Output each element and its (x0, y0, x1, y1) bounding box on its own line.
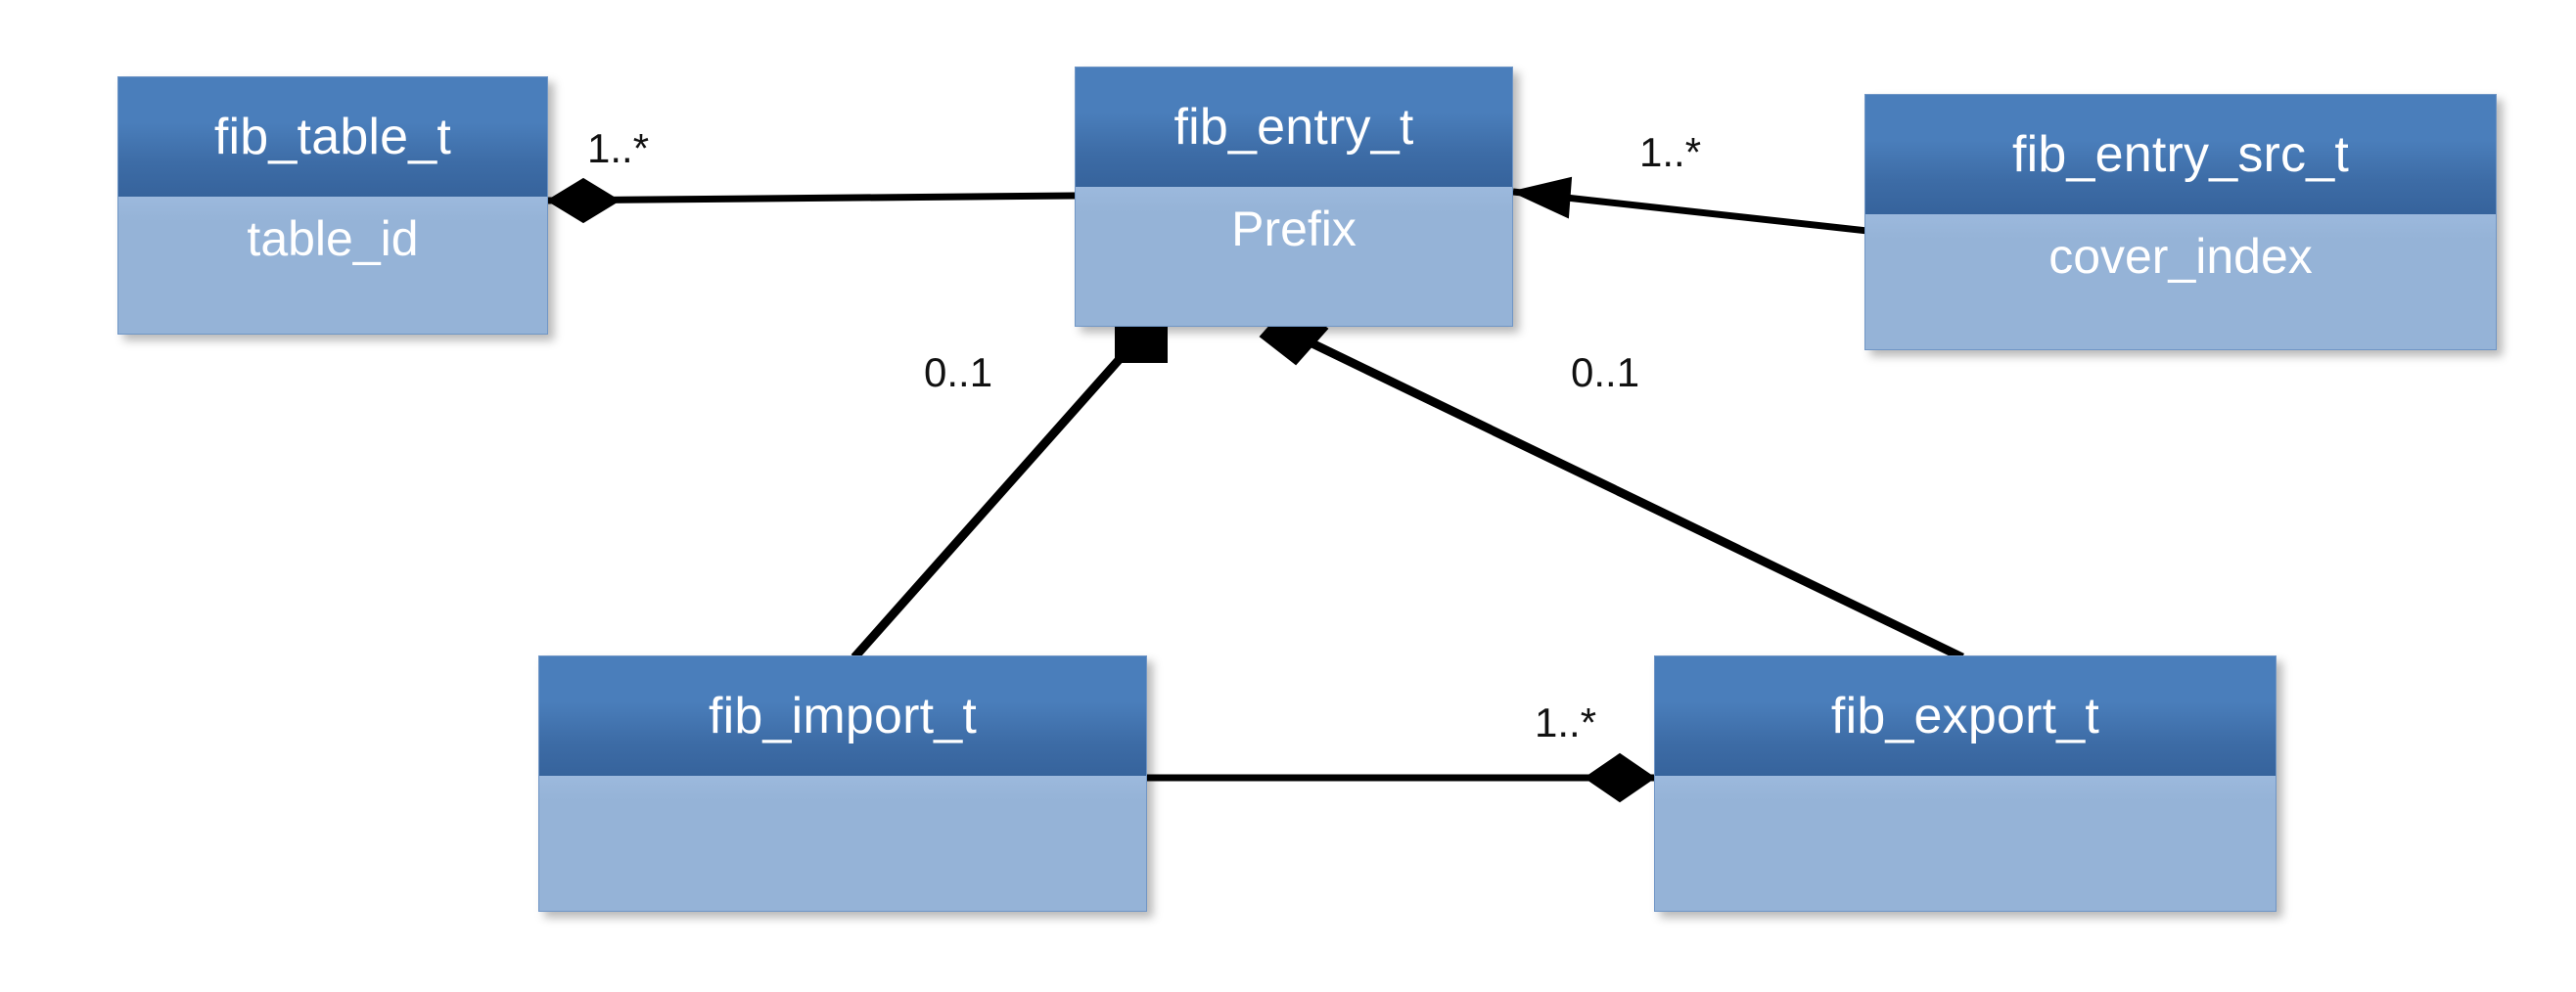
class-box-fib-entry-t[interactable]: fib_entry_t Prefix (1075, 67, 1513, 327)
class-box-fib-import-t[interactable]: fib_import_t (538, 655, 1147, 912)
class-name-fib-entry-src-t: fib_entry_src_t (1865, 95, 2496, 214)
attribute-table-id: table_id (247, 211, 419, 266)
multiplicity-label-entry-to-export: 0..1 (1571, 349, 1640, 395)
multiplicity-label-table-to-entry: 1..* (587, 125, 650, 171)
edge-table-to-entry (546, 177, 1076, 224)
class-box-fib-table-t[interactable]: fib_table_t table_id (117, 76, 548, 335)
class-attributes-fib-table-t: table_id (118, 197, 547, 334)
edge-import-to-export (1147, 752, 1656, 803)
attribute-prefix: Prefix (1231, 202, 1357, 256)
class-box-fib-entry-src-t[interactable]: fib_entry_src_t cover_index (1864, 94, 2497, 350)
class-name-fib-export-t: fib_export_t (1655, 656, 2276, 776)
clipped-top-caption (0, 0, 2576, 8)
class-attributes-fib-entry-t: Prefix (1076, 187, 1512, 326)
filled-diamond-marker (1584, 752, 1656, 803)
edge-entry-to-import (851, 310, 1168, 660)
multiplicity-label-entry-to-import: 0..1 (924, 349, 993, 395)
class-box-fib-export-t[interactable]: fib_export_t (1654, 655, 2277, 912)
class-name-fib-import-t: fib_import_t (539, 656, 1146, 776)
attribute-cover-index: cover_index (2048, 229, 2313, 284)
class-name-fib-table-t: fib_table_t (118, 77, 547, 197)
class-name-fib-entry-t: fib_entry_t (1076, 68, 1512, 187)
filled-arrow-marker (1509, 176, 1573, 219)
class-attributes-fib-import-t (539, 776, 1146, 911)
filled-diamond-marker (546, 177, 621, 224)
multiplicity-label-import-to-export: 1..* (1535, 699, 1597, 745)
class-attributes-fib-entry-src-t: cover_index (1865, 214, 2496, 349)
edge-entry-to-entry-src (1509, 176, 1868, 235)
class-attributes-fib-export-t (1655, 776, 2276, 911)
multiplicity-label-entry-to-entry-src: 1..* (1639, 129, 1702, 175)
